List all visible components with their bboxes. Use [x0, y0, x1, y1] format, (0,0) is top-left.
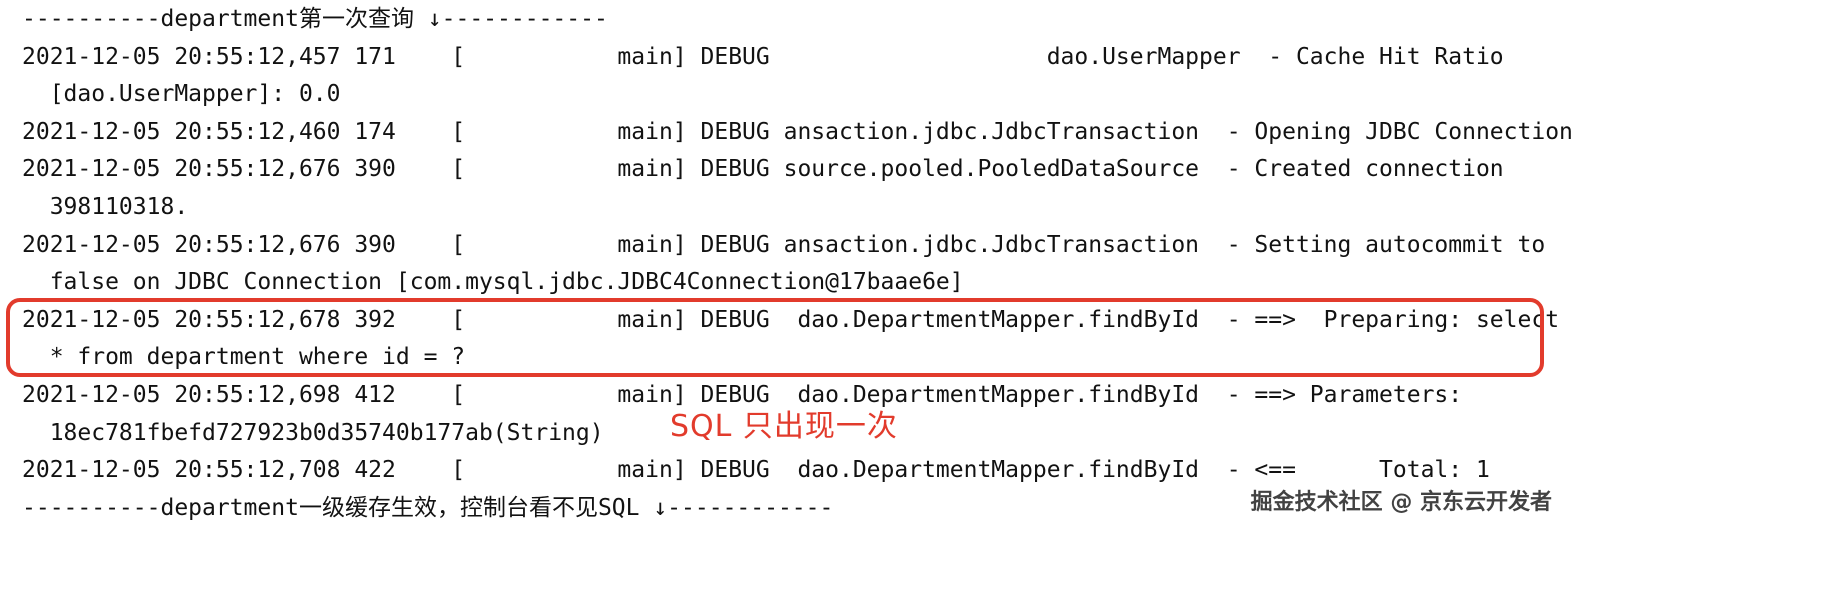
log-line-total: 2021-12-05 20:55:12,708 422 [ main] DEBU… [22, 457, 1490, 484]
log-line-opening-jdbc-connection: 2021-12-05 20:55:12,460 174 [ main] DEBU… [22, 118, 1573, 145]
log-line-created-connection: 2021-12-05 20:55:12,676 390 [ main] DEBU… [22, 156, 1504, 183]
log-separator-cache-effective: ----------department一级缓存生效，控制台看不见SQL ↓--… [22, 494, 834, 521]
log-line-preparing-select-cont: * from department where id = ? [22, 344, 466, 371]
log-separator-first-query: ----------department第一次查询 ↓------------ [22, 6, 608, 32]
log-line-created-connection-cont: 398110318. [22, 193, 189, 220]
log-line-cache-hit-ratio: 2021-12-05 20:55:12,457 171 [ main] DEBU… [22, 43, 1504, 70]
log-line-parameters-cont: 18ec781fbefd727923b0d35740b177ab(String) [22, 419, 604, 446]
log-line-setting-autocommit: 2021-12-05 20:55:12,676 390 [ main] DEBU… [22, 231, 1546, 258]
sql-highlight-region: 2021-12-05 20:55:12,678 392 [ main] DEBU… [0, 297, 1834, 377]
watermark: 掘金技术社区 @ 京东云开发者 [1250, 490, 1552, 515]
log-line-setting-autocommit-cont: false on JDBC Connection [com.mysql.jdbc… [22, 269, 964, 296]
log-line-parameters: 2021-12-05 20:55:12,698 412 [ main] DEBU… [22, 381, 1463, 408]
log-line-cache-hit-ratio-cont: [dao.UserMapper]: 0.0 [22, 81, 341, 108]
sql-once-annotation: SQL 只出现一次 [670, 409, 898, 444]
log-line-preparing-select: 2021-12-05 20:55:12,678 392 [ main] DEBU… [22, 306, 1560, 333]
